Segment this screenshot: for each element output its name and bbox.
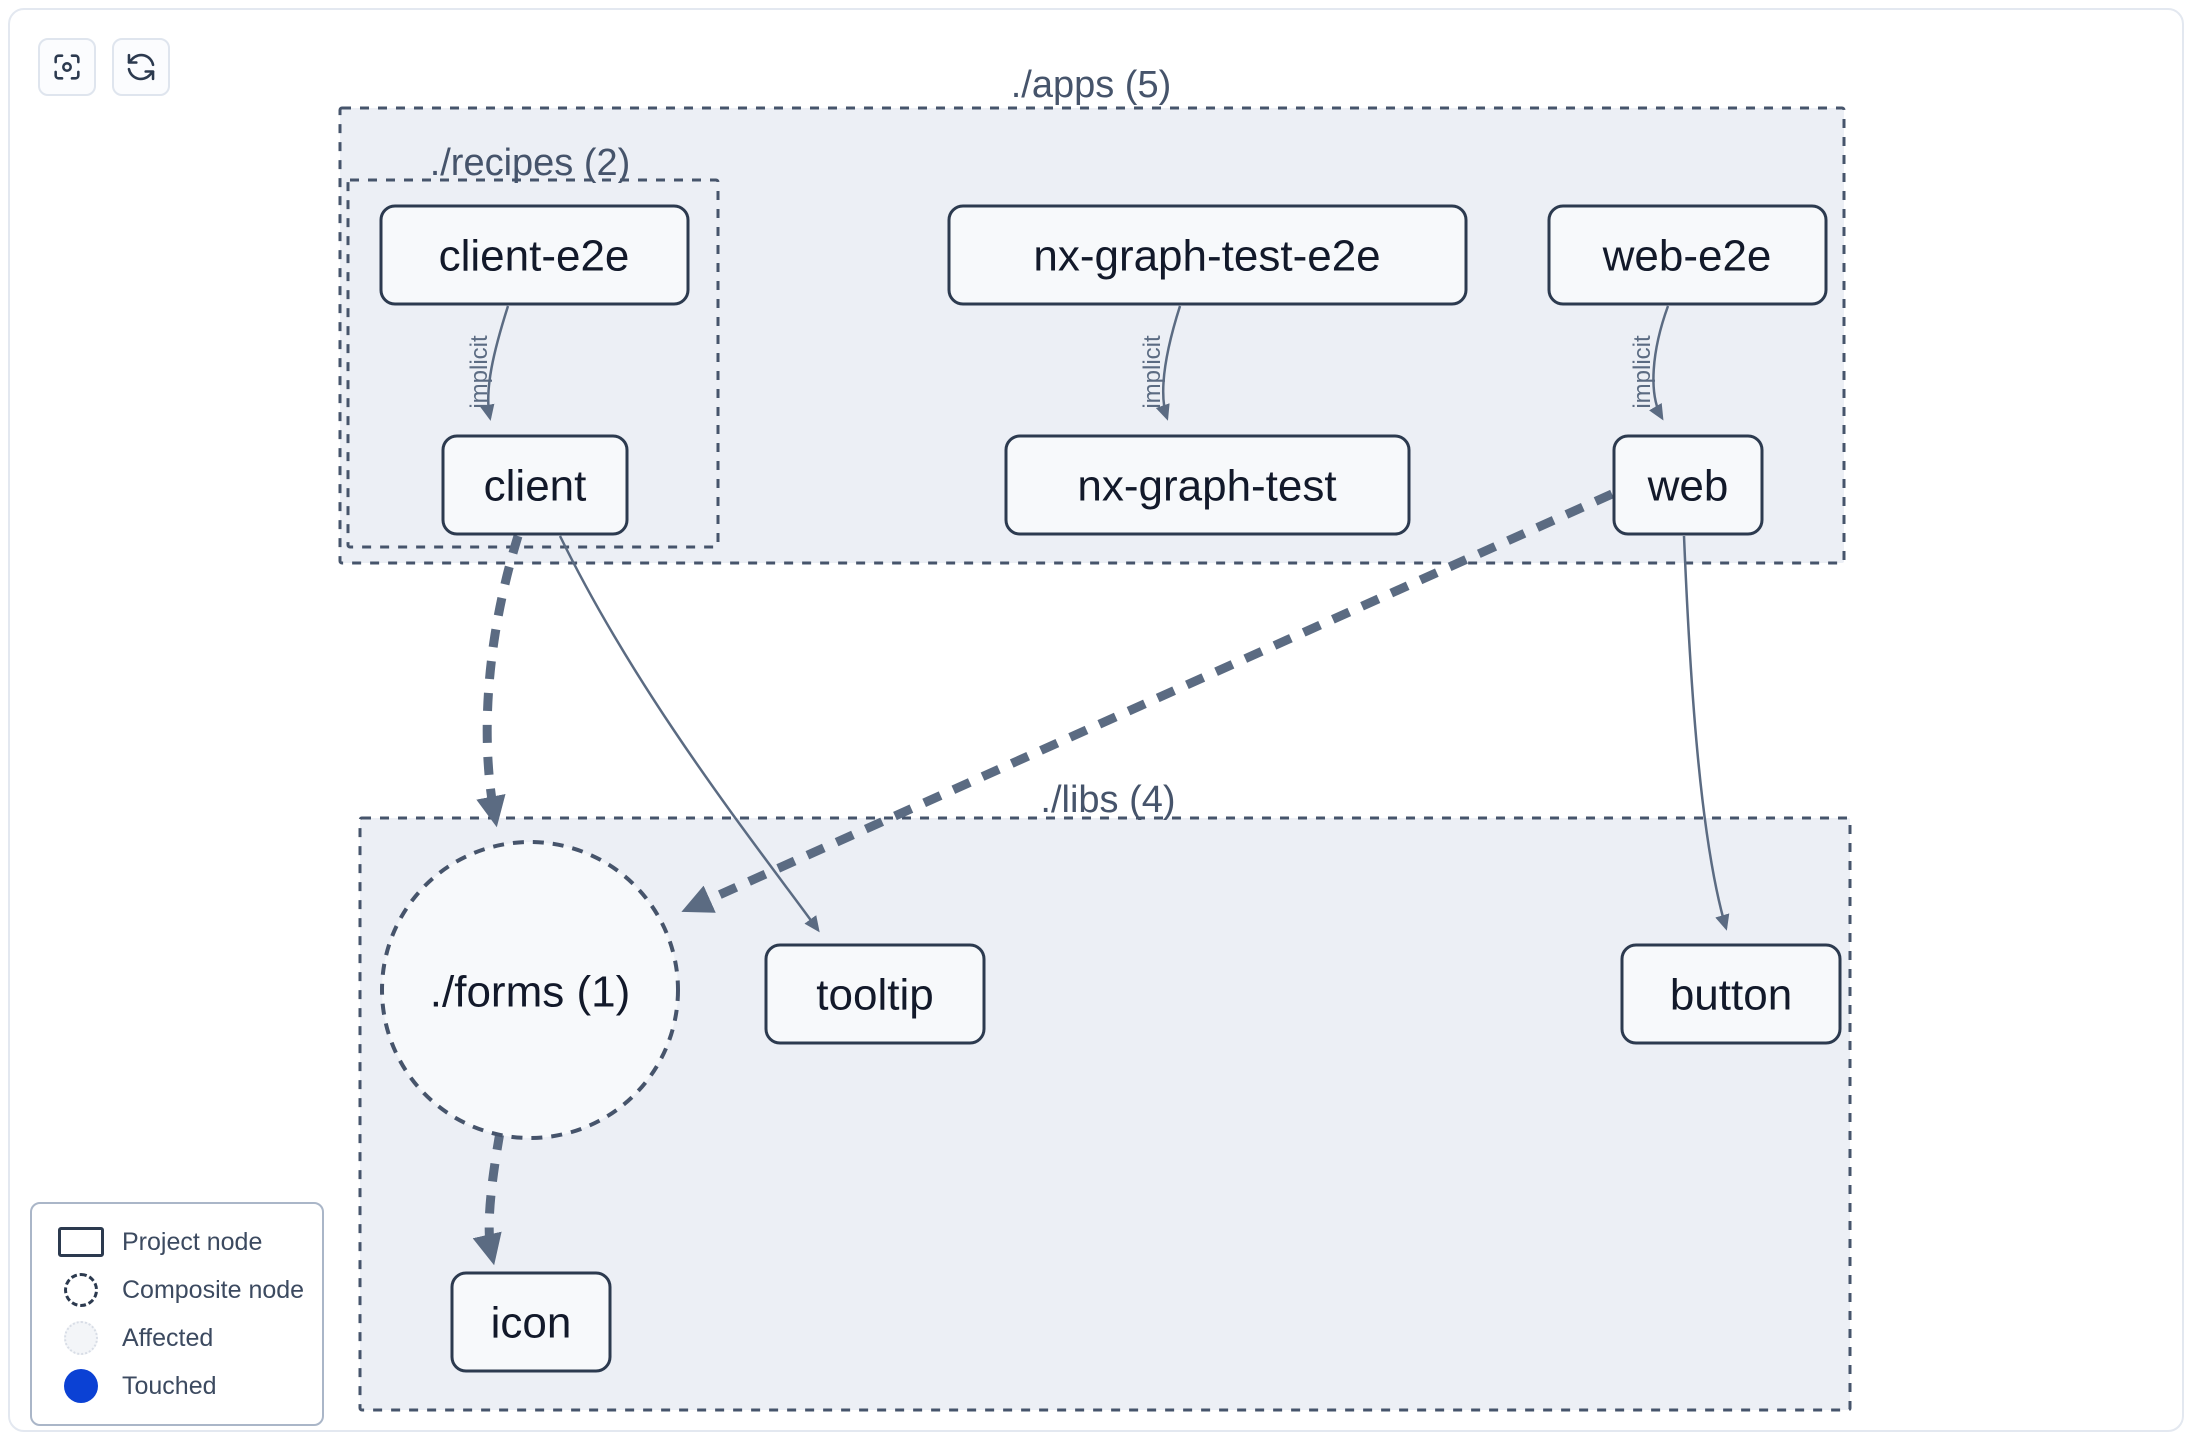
node-button[interactable]: button <box>1620 943 1842 1045</box>
node-tooltip[interactable]: tooltip <box>764 943 986 1045</box>
group-label-libs: ./libs (4) <box>1040 779 1175 821</box>
legend-item-affected: Affected <box>50 1314 304 1362</box>
node-web-e2e[interactable]: web-e2e <box>1547 204 1828 306</box>
group-libs[interactable] <box>358 816 1852 1412</box>
node-label-web: web <box>1647 462 1729 511</box>
edge-client-e2e-to-client[interactable]: implicit <box>466 305 510 421</box>
edge-web-e2e-to-web[interactable]: implicit <box>1629 305 1670 421</box>
node-label-client-e2e: client-e2e <box>439 232 630 281</box>
graph-toolbar <box>38 38 170 96</box>
node-nx-graph-test-e2e[interactable]: nx-graph-test-e2e <box>947 204 1468 306</box>
node-label-button: button <box>1670 971 1792 1020</box>
edge-label-implicit-client: implicit <box>466 335 493 409</box>
node-icon[interactable]: icon <box>450 1271 612 1373</box>
legend-label-affected: Affected <box>122 1323 214 1352</box>
legend-item-touched: Touched <box>50 1362 304 1410</box>
node-label-client: client <box>484 462 587 511</box>
focus-target-icon <box>50 50 84 84</box>
node-client-e2e[interactable]: client-e2e <box>379 204 690 306</box>
composite-node-swatch <box>50 1273 112 1307</box>
project-node-swatch <box>50 1227 112 1257</box>
node-web[interactable]: web <box>1612 434 1764 536</box>
focus-graph-button[interactable] <box>38 38 96 96</box>
node-label-tooltip: tooltip <box>816 971 933 1020</box>
affected-swatch <box>50 1321 112 1355</box>
refresh-sync-icon <box>124 50 158 84</box>
edge-client-to-forms[interactable] <box>476 534 523 828</box>
node-forms-composite[interactable]: ./forms (1) <box>380 840 680 1140</box>
legend-label-composite-node: Composite node <box>122 1275 305 1304</box>
legend-item-project-node: Project node <box>50 1218 304 1266</box>
edge-label-implicit-nx: implicit <box>1139 335 1166 409</box>
graph-legend: Project node Composite node Affected Tou… <box>30 1202 324 1426</box>
group-label-recipes: ./recipes (2) <box>430 142 631 184</box>
node-label-icon: icon <box>491 1299 572 1348</box>
edge-nx-graph-test-e2e-to-nx-graph-test[interactable]: implicit <box>1139 305 1182 421</box>
node-nx-graph-test[interactable]: nx-graph-test <box>1004 434 1411 536</box>
edge-web-to-forms[interactable] <box>681 489 1614 913</box>
node-client[interactable]: client <box>441 434 629 536</box>
refresh-graph-button[interactable] <box>112 38 170 96</box>
node-label-web-e2e: web-e2e <box>1602 232 1772 281</box>
node-label-nx-graph-test: nx-graph-test <box>1077 462 1336 511</box>
edge-web-to-button[interactable] <box>1682 535 1730 931</box>
node-label-forms: ./forms (1) <box>430 968 630 1017</box>
edge-forms-to-icon[interactable] <box>472 1131 505 1266</box>
group-label-apps: ./apps (5) <box>1011 64 1172 106</box>
edge-label-implicit-web: implicit <box>1629 335 1656 409</box>
legend-item-composite-node: Composite node <box>50 1266 304 1314</box>
legend-label-project-node: Project node <box>122 1227 263 1256</box>
touched-swatch <box>50 1369 112 1403</box>
node-label-nx-graph-test-e2e: nx-graph-test-e2e <box>1033 232 1380 281</box>
edge-client-to-tooltip[interactable] <box>558 535 820 933</box>
legend-label-touched: Touched <box>122 1371 217 1400</box>
